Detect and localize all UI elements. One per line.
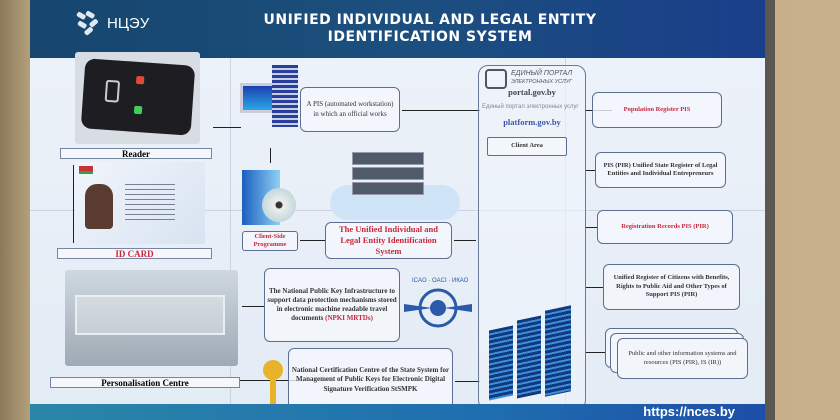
arrow [586, 227, 597, 228]
npki-box: The National Public Key Infrastructure t… [264, 268, 400, 342]
client-area-box: Client Area [487, 137, 567, 156]
arrow [242, 306, 264, 307]
arrow [270, 148, 271, 163]
platform-caption: Единый портал электронных услуг [482, 104, 579, 110]
unified-identification-system-box: The Unified Individual and Legal Entity … [325, 222, 452, 259]
card-reader-device-icon [80, 58, 196, 136]
arrow [586, 170, 595, 171]
presentation-screen: НЦЭУ UNIFIED INDIVIDUAL AND LEGAL ENTITY… [30, 0, 765, 420]
portal-logo-line-2: ЭЛЕКТРОННЫХ УСЛУГ [511, 79, 573, 85]
slide-title: UNIFIED INDIVIDUAL AND LEGAL ENTITY IDEN… [220, 12, 640, 46]
national-certification-centre-box: National Certification Centre of the Sta… [288, 348, 453, 412]
pis-workstation-box: A PIS (automated workstation) in which a… [300, 87, 400, 132]
title-line-2: IDENTIFICATION SYSTEM [327, 29, 533, 45]
key-icon [262, 360, 284, 408]
slide-header: НЦЭУ UNIFIED INDIVIDUAL AND LEGAL ENTITY… [30, 0, 765, 58]
server-racks-icon [489, 305, 574, 401]
screen-frame [765, 0, 775, 420]
arrow [586, 287, 603, 288]
portal-column: ЕДИНЫЙ ПОРТАЛ ЭЛЕКТРОННЫХ УСЛУГ portal.g… [478, 65, 586, 410]
icao-logo: ICAO · OACI · ИКАО [402, 278, 474, 338]
id-card-label: ID CARD [57, 248, 212, 259]
citizens-benefits-register-box: Unified Register of Citizens with Benefi… [603, 264, 740, 310]
registration-records-box: Registration Records PIS (PIR) [597, 210, 733, 244]
footer-url[interactable]: https://nces.by [643, 404, 735, 419]
client-side-programme-box: Client-Side Programme [242, 231, 298, 251]
workstation-computer-icon [240, 65, 300, 135]
reader-label: Reader [60, 148, 212, 159]
bezel-line [230, 58, 231, 418]
arrow [586, 352, 605, 353]
logo-text: НЦЭУ [107, 14, 150, 32]
population-register-box: Population Register PIS [592, 92, 722, 128]
arrow [454, 240, 476, 241]
arrow [300, 240, 325, 241]
portrait-photo [85, 184, 113, 229]
arrow [73, 165, 74, 243]
personalisation-machine-image [65, 270, 238, 366]
personalisation-centre-label: Personalisation Centre [50, 377, 240, 388]
npki-abbr: (NPKI MRTDs) [325, 314, 373, 323]
slide-footer: https://nces.by [30, 404, 765, 420]
nces-logo: НЦЭУ [75, 10, 149, 36]
other-information-systems-box: Public and other information systems and… [617, 338, 748, 379]
npki-text: The National Public Key Infrastructure t… [267, 286, 397, 323]
title-line-1: UNIFIED INDIVIDUAL AND LEGAL ENTITY [263, 12, 597, 28]
portal-logo-icon [485, 69, 507, 89]
arrow [402, 110, 480, 111]
portal-logo-line-1: ЕДИНЫЙ ПОРТАЛ [511, 70, 573, 77]
platform-url[interactable]: platform.gov.by [503, 117, 561, 127]
reader-image [75, 52, 200, 144]
legal-entities-register-box: PIS (PIR) Unified State Register of Lega… [595, 152, 726, 188]
arrow [455, 381, 480, 382]
id-card-image [75, 162, 205, 244]
icao-text: ICAO · OACI · ИКАО [412, 278, 469, 284]
portal-url[interactable]: portal.gov.by [508, 87, 556, 97]
software-box-icon [242, 170, 300, 228]
portal-logo-text: ЕДИНЫЙ ПОРТАЛ ЭЛЕКТРОННЫХ УСЛУГ [511, 70, 572, 86]
nces-logo-icon [76, 11, 98, 36]
arrow [213, 127, 241, 128]
cloud-servers-icon [330, 150, 460, 220]
